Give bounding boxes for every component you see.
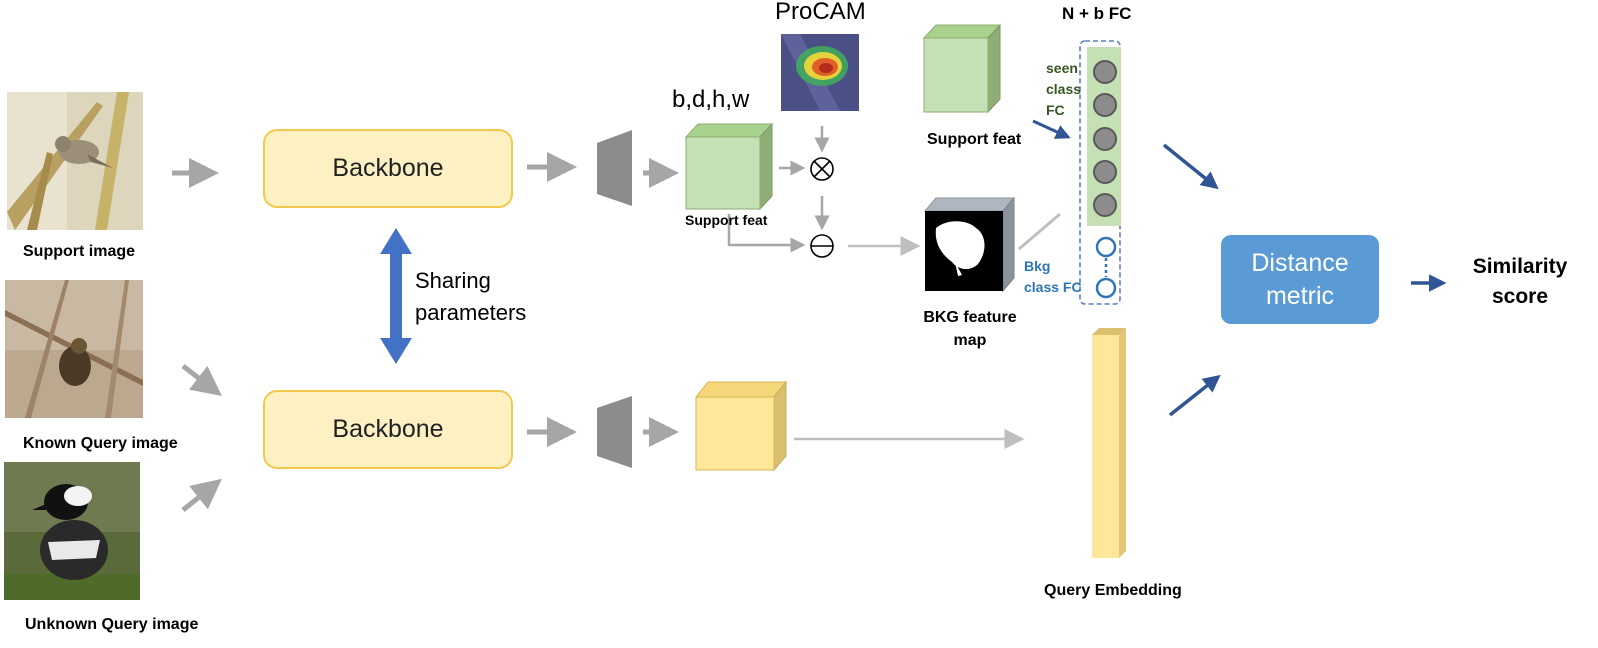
- seen-line3: FC: [1046, 102, 1065, 118]
- query-embedding-label: Query Embedding: [1044, 582, 1182, 599]
- bkg-fc-line2: class FC: [1024, 279, 1082, 295]
- image-to-backbone-arrows: [172, 158, 222, 512]
- distance-metric-box: Distance metric: [1221, 235, 1379, 324]
- arrow-support-to-fc: [1032, 119, 1071, 139]
- sharing-line2: parameters: [415, 300, 527, 325]
- known-query-bird-photo: [5, 280, 143, 418]
- arrow-known-to-backbone: [181, 364, 222, 397]
- double-headed-arrow-icon: [380, 228, 412, 364]
- bkg-fc-line1: Bkg: [1024, 258, 1051, 274]
- query-feature-cube: [694, 380, 788, 472]
- query-embedding-bar: [1092, 328, 1126, 558]
- fc-column: [1079, 40, 1121, 305]
- arrow-unknown-to-backbone: [181, 478, 222, 512]
- bkg-feature-line1: BKG feature: [923, 309, 1017, 326]
- backbone-bottom-label: Backbone: [332, 415, 444, 443]
- seen-class-fc-label: seen class FC: [1046, 58, 1081, 121]
- minus-circle-icon: [810, 234, 834, 258]
- bkg-class-node: [1095, 236, 1117, 258]
- support-feat-right-label: Support feat: [927, 131, 1022, 148]
- procam-heatmap: [781, 34, 859, 111]
- support-feature-cube-right: [922, 23, 1002, 114]
- arrow-bkg-to-fc: [1018, 212, 1061, 251]
- procam-label: ProCAM: [775, 0, 866, 25]
- seen-line2: class: [1046, 81, 1082, 97]
- arrow-embedding-to-distance: [1168, 374, 1221, 417]
- pooling-top: [597, 130, 632, 206]
- seen-class-node: [1093, 160, 1117, 184]
- support-image-label: Support image: [23, 243, 136, 260]
- seen-class-node: [1093, 60, 1117, 84]
- distance-label-line1: Distance: [1251, 248, 1349, 277]
- pooling-bottom: [597, 396, 632, 468]
- bkg-feature-map-cube: [923, 196, 1016, 293]
- support-feature-cube: [684, 122, 774, 211]
- seen-line1: seen: [1046, 60, 1078, 76]
- nb-fc-label: N + b FC: [1062, 4, 1132, 23]
- arrow-fc-to-distance: [1162, 143, 1219, 190]
- unknown-query-bird-photo: [4, 462, 140, 600]
- dims-label: b,d,h,w: [672, 86, 750, 113]
- backbone-bottom-box: Backbone: [263, 390, 513, 469]
- unknown-query-image-label: Unknown Query image: [25, 616, 199, 633]
- support-bird-photo: [7, 92, 143, 230]
- multiply-circle-icon: [810, 157, 834, 181]
- backbone-top-label: Backbone: [332, 154, 444, 182]
- similarity-score-label: Similarity score: [1462, 252, 1578, 312]
- seen-class-node: [1093, 93, 1117, 117]
- similarity-line2: score: [1491, 285, 1549, 308]
- sharing-parameters-label: Sharing parameters: [415, 265, 526, 329]
- distance-label-line2: metric: [1265, 281, 1335, 310]
- arrow-feat-to-minus: [727, 214, 806, 253]
- seen-class-node: [1093, 127, 1117, 151]
- similarity-line1: Similarity: [1472, 255, 1568, 278]
- known-query-image-label: Known Query image: [23, 435, 178, 452]
- seen-class-node: [1093, 193, 1117, 217]
- support-feat-small-label: Support feat: [685, 212, 768, 228]
- bkg-class-fc-label: Bkg class FC: [1024, 256, 1082, 298]
- bkg-feature-map-label: BKG feature map: [918, 306, 1022, 352]
- sharing-line1: Sharing: [415, 268, 491, 293]
- bkg-feature-line2: map: [953, 332, 987, 349]
- backbone-top-box: Backbone: [263, 129, 513, 208]
- bkg-class-node: [1095, 277, 1117, 299]
